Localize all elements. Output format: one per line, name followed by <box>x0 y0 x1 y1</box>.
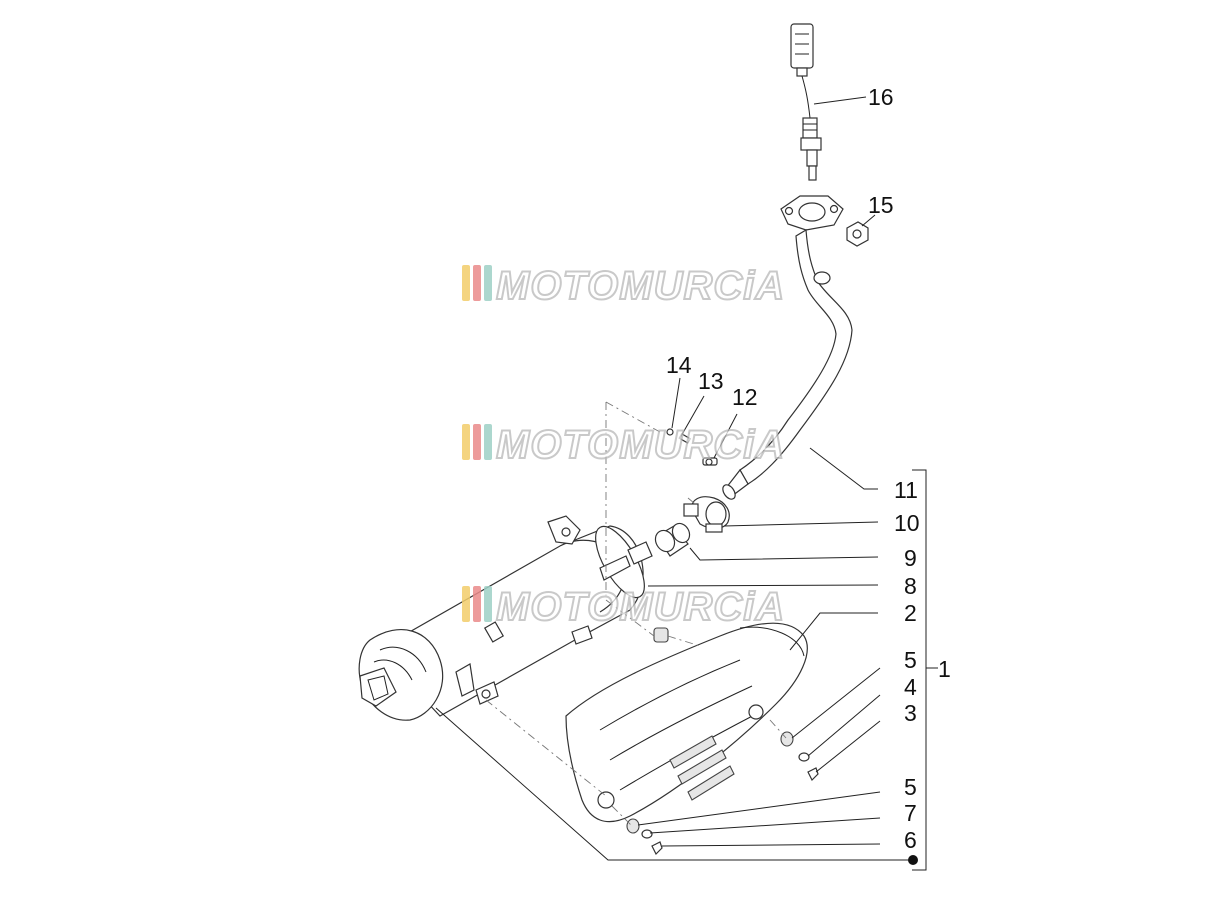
watermark-text: MOTOMURCiA <box>496 264 785 308</box>
callout-1[interactable]: 1 <box>938 656 951 682</box>
callout-13[interactable]: 13 <box>698 368 724 394</box>
watermark-middle: MOTOMURCiA <box>462 422 785 468</box>
watermark-top: MOTOMURCiA <box>462 263 785 309</box>
hardware-set-bottom[interactable] <box>626 818 663 856</box>
callout-numbers: 1 2 3 4 5 5 6 7 8 9 10 11 12 13 14 15 16 <box>666 84 951 853</box>
callout-12[interactable]: 12 <box>732 384 758 410</box>
assembly-marker-dot <box>908 855 918 865</box>
gasket-sleeve-part[interactable] <box>652 520 693 557</box>
watermark-text: MOTOMURCiA <box>496 423 785 467</box>
silencer-body-part[interactable] <box>358 515 654 721</box>
watermark-text: MOTOMURCiA <box>496 585 785 629</box>
callout-5-right[interactable]: 5 <box>904 647 917 673</box>
assembly-guide-lines <box>485 401 787 827</box>
grommet-part[interactable] <box>653 627 669 643</box>
exhaust-header-pipe-part[interactable] <box>720 195 853 501</box>
callout-7[interactable]: 7 <box>904 800 917 826</box>
clamp-part[interactable] <box>683 496 730 533</box>
watermark-bottom: MOTOMURCiA <box>462 584 785 630</box>
callout-11[interactable]: 11 <box>894 477 918 503</box>
callout-14[interactable]: 14 <box>666 352 692 378</box>
hardware-set-right[interactable] <box>780 731 819 782</box>
lambda-sensor-part[interactable] <box>790 23 822 181</box>
stud-bolts-part[interactable] <box>666 428 718 466</box>
callout-2[interactable]: 2 <box>904 600 917 626</box>
leader-lines <box>435 96 938 871</box>
callout-5-bottom[interactable]: 5 <box>904 774 917 800</box>
callout-3[interactable]: 3 <box>904 700 917 726</box>
callout-4[interactable]: 4 <box>904 674 917 700</box>
heat-shield-part[interactable] <box>565 622 808 823</box>
callout-16[interactable]: 16 <box>868 84 894 110</box>
callout-6[interactable]: 6 <box>904 827 917 853</box>
callout-15[interactable]: 15 <box>868 192 894 218</box>
callout-9[interactable]: 9 <box>904 545 917 571</box>
callout-8[interactable]: 8 <box>904 573 917 599</box>
callout-10[interactable]: 10 <box>894 510 920 536</box>
nut-part-15[interactable] <box>846 221 869 247</box>
